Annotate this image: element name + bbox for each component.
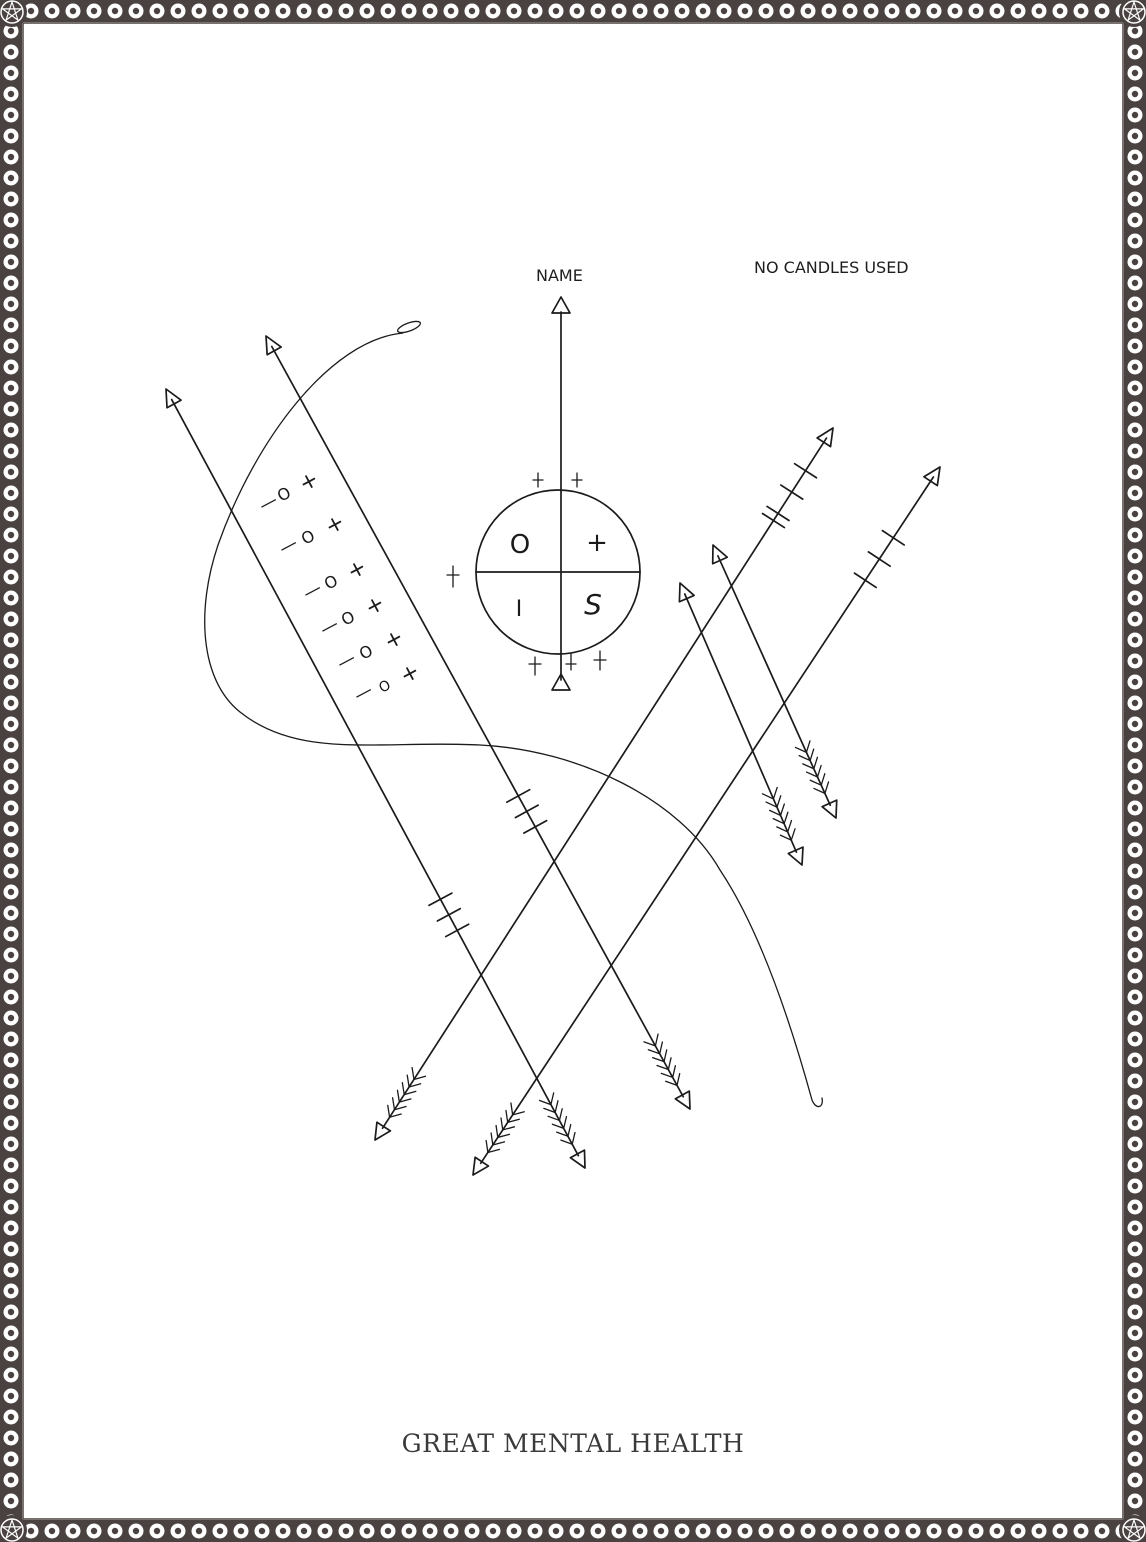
sigil-title: GREAT MENTAL HEALTH bbox=[0, 1429, 1146, 1458]
ladder-row-4-o: O bbox=[338, 607, 358, 630]
arrow-right-outer-feather bbox=[511, 1103, 513, 1115]
arrow-short-outer-arrowhead bbox=[713, 545, 728, 564]
arrow-right-long-feather bbox=[407, 1075, 409, 1087]
arrow-right-long-feather bbox=[397, 1090, 399, 1102]
quadrant-top-left-glyph: O bbox=[510, 530, 530, 560]
arrow-left-outer-feather bbox=[572, 1133, 575, 1145]
arrow-left-inner-feather bbox=[677, 1074, 680, 1086]
ladder-row-2-plus: + bbox=[321, 510, 349, 541]
arrow-right-long-arrowhead bbox=[817, 428, 833, 447]
arrow-left-outer-tick bbox=[429, 893, 452, 905]
arrow-left-inner-feather bbox=[655, 1034, 658, 1046]
arrow-short-inner-feather bbox=[781, 804, 785, 815]
arrow-short-inner-feather bbox=[788, 821, 792, 832]
arrow-short-outer-nock bbox=[822, 800, 837, 818]
serpentine-curve bbox=[205, 333, 823, 1107]
quadrant-bottom-left-glyph: I bbox=[516, 597, 523, 622]
arrow-left-inner-shaft bbox=[272, 347, 683, 1097]
arrow-short-inner-nock bbox=[788, 847, 803, 865]
arrow-right-outer-feather bbox=[491, 1133, 493, 1145]
arrows bbox=[166, 336, 940, 1175]
arrow-left-inner-arrowhead bbox=[266, 336, 281, 355]
arrow-right-outer-feather bbox=[506, 1110, 508, 1122]
ladder-row-6-plus: + bbox=[396, 659, 424, 690]
arrow-right-outer-feather bbox=[486, 1141, 488, 1153]
arrow-left-outer-feather bbox=[555, 1101, 558, 1113]
ladder-row-1-plus: + bbox=[295, 467, 323, 498]
circle-crosses bbox=[447, 473, 606, 675]
serpentine-head bbox=[396, 319, 421, 335]
arrow-left-outer-arrowhead bbox=[166, 389, 181, 408]
quadrant-bottom-right-glyph: S bbox=[584, 588, 602, 621]
arrow-left-outer-shaft bbox=[172, 400, 579, 1156]
arrow-short-inner-feather bbox=[773, 787, 777, 798]
arrow-left-inner-feather bbox=[673, 1066, 676, 1078]
arrow-right-long-feather bbox=[402, 1083, 404, 1095]
arrow-right-outer-tick bbox=[854, 573, 876, 587]
arrow-short-inner-arrowhead bbox=[679, 583, 694, 602]
arrow-left-inner-tick bbox=[507, 790, 530, 803]
arrow-left-outer-feather bbox=[551, 1093, 554, 1105]
arrow-right-long-feather bbox=[393, 1098, 395, 1110]
arrow-right-long-tick bbox=[795, 464, 817, 478]
arrow-right-outer-nock bbox=[473, 1157, 488, 1175]
ladder-row-3-dash: — bbox=[299, 577, 325, 604]
arrow-left-outer-feather bbox=[564, 1117, 567, 1129]
ladder-row-4-plus: + bbox=[361, 591, 389, 622]
arrow-short-inner-feather bbox=[791, 829, 795, 840]
ladder-row-5-plus: + bbox=[380, 625, 408, 656]
arrow-left-outer-nock bbox=[570, 1150, 585, 1168]
ladder-row-3-o: O bbox=[321, 571, 341, 594]
ladder-row-3-plus: + bbox=[343, 555, 371, 586]
ladder-row-6-o: O bbox=[376, 677, 393, 696]
ladder-glyphs: — O + — O + — O + — O + — O + — O + bbox=[255, 467, 424, 707]
ladder-row-6-dash: — bbox=[350, 679, 376, 706]
arrow-left-outer-feather bbox=[559, 1109, 562, 1121]
ladder-row-5-o: O bbox=[356, 641, 376, 664]
arrow-short-inner-shaft bbox=[685, 594, 797, 852]
arrow-short-outer-feather bbox=[818, 765, 822, 776]
arrow-right-long-feather bbox=[412, 1068, 414, 1080]
arrow-right-outer-feather bbox=[496, 1126, 498, 1138]
arrow-right-outer-tick bbox=[868, 552, 890, 566]
arrow-left-outer bbox=[166, 389, 585, 1168]
arrow-right-outer-tick bbox=[882, 531, 904, 545]
arrow-short-outer-feather bbox=[814, 757, 818, 768]
ladder-row-2-o: O bbox=[298, 526, 318, 549]
name-axis-top-arrowhead bbox=[552, 297, 570, 313]
arrow-short-outer bbox=[713, 545, 837, 818]
arrow-left-inner-feather bbox=[668, 1058, 671, 1070]
arrow-short-outer-shaft bbox=[718, 556, 830, 805]
arrow-short-outer-feather bbox=[825, 782, 829, 793]
arrow-left-inner-tick bbox=[524, 821, 547, 834]
arrow-short-outer-feather bbox=[806, 741, 810, 752]
ladder-row-5-dash: — bbox=[333, 647, 359, 674]
arrow-left-outer-tick bbox=[446, 924, 469, 936]
arrow-short-inner bbox=[679, 583, 803, 865]
arrow-right-outer-arrowhead bbox=[924, 467, 940, 486]
arrow-right-long-tick bbox=[781, 485, 803, 499]
ladder-row-4-dash: — bbox=[316, 613, 342, 640]
arrow-right-long-feather bbox=[388, 1105, 390, 1117]
arrow-left-inner-feather bbox=[664, 1050, 667, 1062]
arrow-left-inner bbox=[266, 336, 690, 1109]
arrow-short-inner-feather bbox=[777, 796, 781, 807]
arrow-left-inner-nock bbox=[675, 1091, 690, 1109]
quadrant-top-right-glyph: + bbox=[586, 528, 608, 558]
candles-note: NO CANDLES USED bbox=[754, 258, 909, 277]
arrow-short-inner-feather bbox=[784, 812, 788, 823]
arrow-short-outer-feather bbox=[810, 749, 814, 760]
arrow-left-inner-tick bbox=[515, 805, 538, 818]
ladder-row-2-dash: — bbox=[275, 532, 301, 559]
arrow-left-inner-feather bbox=[660, 1042, 663, 1054]
arrow-right-outer bbox=[473, 467, 940, 1175]
arrow-left-outer-feather bbox=[568, 1125, 571, 1137]
arrow-left-outer-tick bbox=[437, 909, 460, 921]
name-label: NAME bbox=[536, 266, 583, 285]
arrow-right-outer-feather bbox=[501, 1118, 503, 1130]
arrow-short-outer-feather bbox=[821, 774, 825, 785]
arrow-right-long-nock bbox=[375, 1122, 390, 1140]
